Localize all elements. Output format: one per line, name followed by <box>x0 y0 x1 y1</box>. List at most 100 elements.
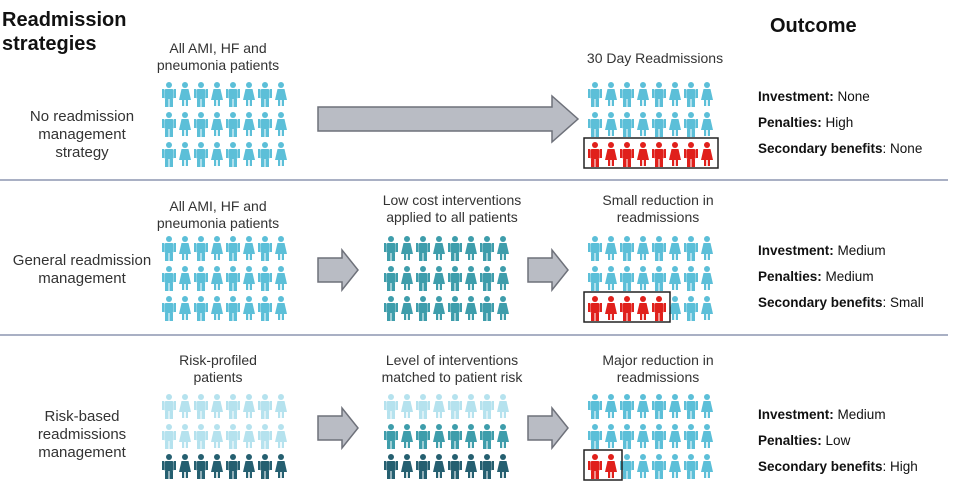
outcome-header: Outcome <box>770 15 857 37</box>
person-icon <box>669 424 681 448</box>
person-icon <box>258 266 272 291</box>
person-icon <box>605 236 617 260</box>
person-icon <box>701 424 713 448</box>
person-icon <box>701 454 713 478</box>
person-icon <box>258 236 272 261</box>
person-icon <box>497 424 509 448</box>
person-icon <box>669 142 681 166</box>
person-icon <box>226 424 240 449</box>
person-icon <box>179 296 191 320</box>
person-icon <box>652 266 666 291</box>
person-icon <box>226 82 240 107</box>
person-icon <box>416 236 430 261</box>
person-icon <box>275 236 287 260</box>
person-icon <box>275 82 287 106</box>
investment-line: Investment: Medium <box>758 407 886 422</box>
person-icon <box>226 266 240 291</box>
person-icon <box>480 236 494 261</box>
person-icon <box>684 112 698 137</box>
flow-arrows <box>317 94 580 451</box>
person-icon <box>684 394 698 419</box>
person-icon <box>433 266 445 290</box>
person-icon <box>258 454 272 479</box>
person-icon <box>652 394 666 419</box>
arrow-row2-b <box>527 247 569 293</box>
person-icon <box>701 112 713 136</box>
person-icon <box>433 296 445 320</box>
person-icon <box>637 454 649 478</box>
middle-caption-row3: Level of interventions matched to patien… <box>381 352 523 385</box>
person-icon <box>179 424 191 448</box>
person-icon <box>226 142 240 167</box>
person-icon <box>465 236 477 260</box>
person-icon <box>275 266 287 290</box>
person-icon <box>620 394 634 419</box>
person-icon <box>416 454 430 479</box>
arrow-row1-long <box>317 94 580 144</box>
person-icon <box>588 236 602 261</box>
person-icon <box>401 236 413 260</box>
input-caption-row1: All AMI, HF and pneumonia patients <box>156 40 280 73</box>
person-icon <box>605 142 617 166</box>
person-icon <box>211 236 223 260</box>
person-icon <box>684 454 698 479</box>
person-icon <box>605 296 617 320</box>
person-icon <box>684 424 698 449</box>
penalties-line: Penalties: High <box>758 115 854 130</box>
person-icon <box>243 142 255 166</box>
person-icon <box>701 82 713 106</box>
person-icon <box>416 266 430 291</box>
person-icon <box>465 266 477 290</box>
person-icon <box>211 454 223 478</box>
person-icon <box>384 394 398 419</box>
input-caption-row3: Risk-profiled patients <box>179 352 257 385</box>
input-caption-row2: All AMI, HF and pneumonia patients <box>156 198 280 231</box>
person-icon <box>669 82 681 106</box>
person-icon <box>620 82 634 107</box>
person-icon <box>211 394 223 418</box>
person-icon <box>701 394 713 418</box>
person-icon <box>497 236 509 260</box>
outcome-block-row2: Investment: Medium Penalties: Medium Sec… <box>758 241 924 319</box>
people-grid-r2-result <box>583 236 713 323</box>
person-icon <box>701 266 713 290</box>
person-icon <box>179 142 191 166</box>
person-icon <box>179 236 191 260</box>
person-icon <box>480 296 494 321</box>
person-icon <box>620 424 634 449</box>
strategies-header: Readmission strategies <box>2 9 127 55</box>
person-icon <box>652 236 666 261</box>
person-icon <box>637 112 649 136</box>
person-icon <box>179 454 191 478</box>
person-icon <box>669 454 681 478</box>
person-icon <box>275 454 287 478</box>
person-icon <box>448 266 462 291</box>
person-icon <box>684 142 698 167</box>
person-icon <box>620 454 634 479</box>
person-icon <box>465 424 477 448</box>
person-icon <box>162 112 176 137</box>
person-icon <box>275 424 287 448</box>
outcome-block-row1: Investment: None Penalties: High Seconda… <box>758 87 922 165</box>
person-icon <box>275 142 287 166</box>
person-icon <box>416 394 430 419</box>
person-icon <box>588 296 602 321</box>
person-icon <box>588 424 602 449</box>
people-grid-r1-result <box>583 82 719 169</box>
penalties-line: Penalties: Medium <box>758 269 874 284</box>
person-icon <box>416 296 430 321</box>
investment-line: Investment: Medium <box>758 243 886 258</box>
person-icon <box>652 424 666 449</box>
person-icon <box>465 454 477 478</box>
person-icon <box>701 236 713 260</box>
person-icon <box>194 82 208 107</box>
person-icon <box>588 142 602 167</box>
person-icon <box>480 266 494 291</box>
person-icon <box>448 454 462 479</box>
person-icon <box>162 266 176 291</box>
person-icon <box>226 454 240 479</box>
row-divider-1 <box>0 179 948 181</box>
person-icon <box>620 266 634 291</box>
strategy-label-none: No readmission management strategy <box>29 108 135 161</box>
person-icon <box>637 82 649 106</box>
